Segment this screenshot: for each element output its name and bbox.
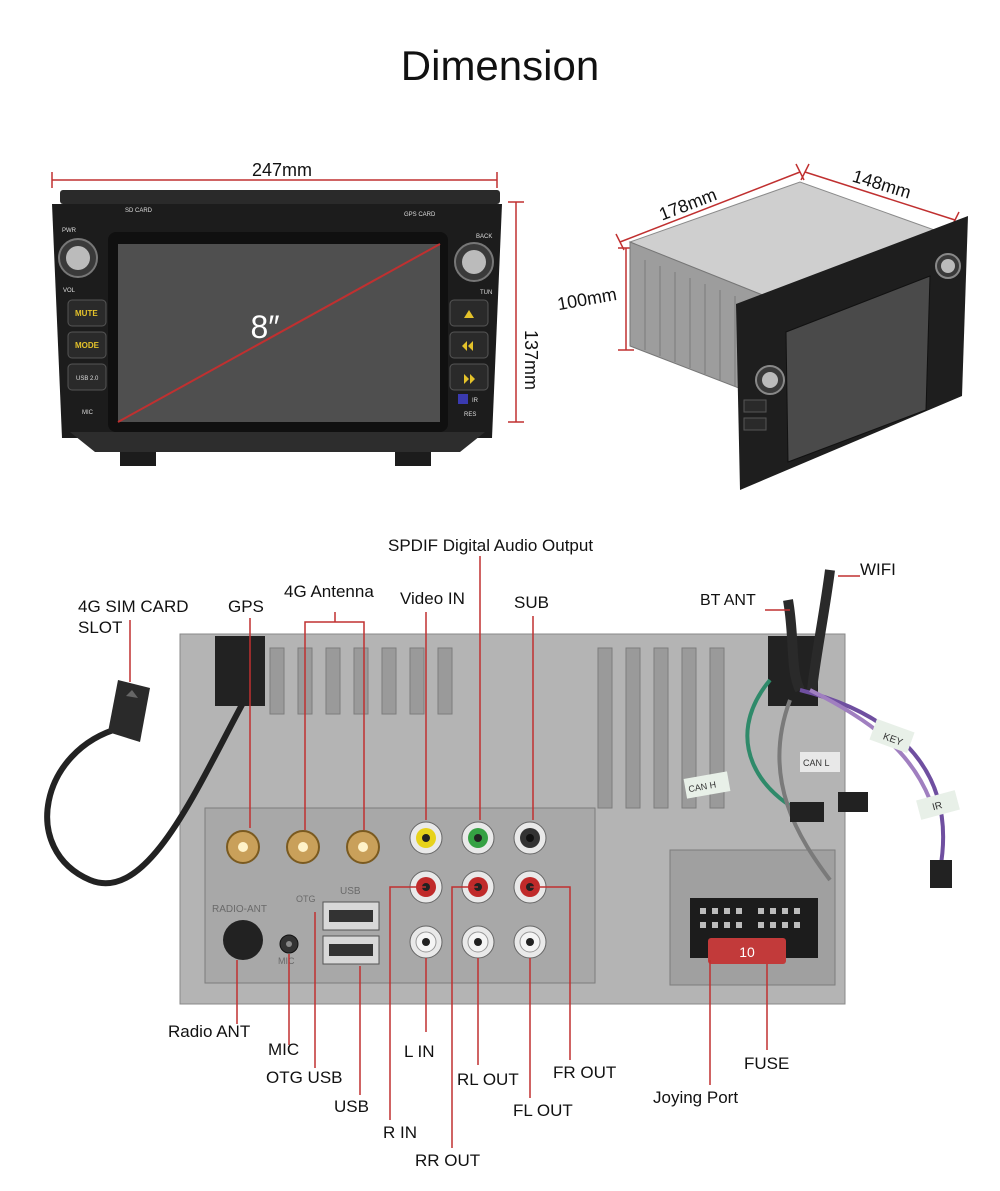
callout-lines [129, 556, 860, 1148]
sim-slot-label-1: 4G SIM CARD [78, 597, 189, 616]
can-l-tag: CAN L [803, 758, 830, 768]
usb-panel-text: USB [340, 886, 361, 897]
page-title: Dimension [400, 42, 600, 89]
vol-text: VOL [63, 288, 76, 294]
fuse [708, 938, 786, 964]
res-text: RES [464, 412, 476, 418]
wifi-label: WIFI [860, 560, 896, 579]
sd-card-text: SD CARD [125, 208, 153, 214]
bt-ant-label: BT ANT [700, 592, 756, 609]
usb-label: USB [334, 1097, 369, 1116]
otg-usb-label: OTG USB [266, 1068, 343, 1087]
4g-antenna-connector-2 [346, 830, 380, 864]
screen-size-label: 8″ [250, 309, 279, 345]
gps-label: GPS [228, 597, 264, 616]
4g-antenna-label: 4G Antenna [284, 582, 374, 601]
fl-out-label: FL OUT [513, 1101, 573, 1120]
sim-slot-label-2: SLOT [78, 618, 123, 637]
head-unit-front [52, 190, 502, 466]
side-view-diagram: 178mm 148mm 100mm [556, 163, 968, 490]
sub-jack [513, 821, 547, 855]
mic-panel-text: MIC [278, 956, 295, 966]
fuse-value: 10 [739, 944, 755, 960]
l-in-jack [409, 925, 443, 959]
spdif-label: SPDIF Digital Audio Output [388, 536, 594, 555]
mic-label: MIC [268, 1040, 300, 1059]
gps-card-text: GPS CARD [404, 212, 436, 218]
back-text: BACK [476, 234, 492, 240]
front-view-diagram: 247mm 137mm SD CARD [51, 160, 541, 466]
l-in-label: L IN [404, 1042, 435, 1061]
side-height-label: 100mm [556, 284, 619, 314]
height-label: 137mm [521, 330, 541, 390]
width-dimension [51, 172, 498, 188]
height-dimension [508, 201, 524, 423]
otg-usb-port [322, 901, 380, 931]
rl-out-jack [461, 925, 495, 959]
mic-port [279, 934, 299, 954]
rl-out-label: RL OUT [457, 1070, 519, 1089]
sub-label: SUB [514, 593, 549, 612]
head-unit-isometric [628, 181, 968, 490]
width-label: 247mm [252, 160, 312, 180]
fr-out-label: FR OUT [553, 1063, 617, 1082]
fuse-label: FUSE [744, 1054, 790, 1073]
r-in-label: R IN [383, 1123, 417, 1142]
rr-out-label: RR OUT [415, 1151, 481, 1170]
gps-connector [226, 830, 260, 864]
usb-text: USB 2.0 [76, 376, 99, 382]
rear-view-diagram: RADIO-ANT OTG USB MIC 10 [44, 556, 960, 1148]
pwr-text: PWR [62, 228, 77, 234]
otg-panel-text: OTG [296, 894, 316, 904]
4g-antenna-connector-1 [286, 830, 320, 864]
rear-chassis [179, 633, 846, 1005]
ir-tag: IR [931, 800, 944, 813]
video-in-label: Video IN [400, 589, 465, 608]
mode-text: MODE [75, 341, 100, 350]
radio-ant-port [223, 920, 263, 960]
joying-port-label: Joying Port [653, 1088, 739, 1107]
radio-ant-panel-text: RADIO-ANT [212, 904, 267, 915]
tun-text: TUN [480, 290, 492, 296]
video-in-jack [409, 821, 443, 855]
can-h-tag: CAN H [688, 779, 717, 794]
usb-port [322, 935, 380, 965]
spdif-jack [461, 821, 495, 855]
mute-text: MUTE [75, 309, 98, 318]
mic-text: MIC [82, 410, 94, 416]
wifi-bt-cables [745, 569, 952, 888]
radio-ant-label: Radio ANT [168, 1022, 251, 1041]
sim-card-cable [44, 680, 253, 887]
fl-out-jack [513, 925, 547, 959]
ir-text: IR [472, 398, 479, 404]
